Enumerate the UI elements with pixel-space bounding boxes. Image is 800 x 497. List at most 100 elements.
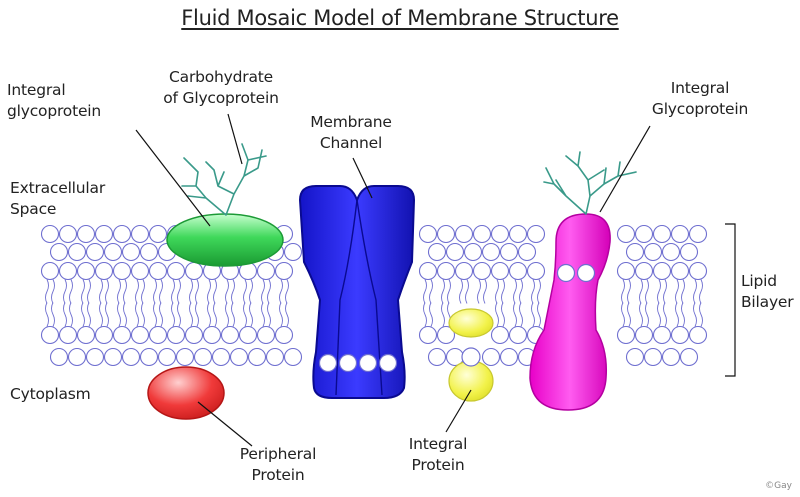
carbohydrate-left [181,143,267,216]
lipid-tail [639,279,643,304]
lipid-head [616,261,636,281]
lipid-head [94,224,114,244]
label-line: Extracellular [10,179,105,197]
lipid-tail [87,279,91,304]
lipid-head [625,242,645,262]
lipid-tail [81,279,85,304]
lipid-head [526,261,546,281]
label-line: Integral [670,79,730,97]
lipid-tail [693,279,697,304]
lipid-head [94,261,114,281]
lipid-head [283,347,303,367]
lipid-head [436,325,456,345]
lipid-head [67,242,87,262]
yellow-protein-head [461,347,481,367]
lipid-head [688,224,708,244]
lipid-head [490,224,510,244]
label-line: Space [10,200,57,218]
integral-protein-yellow-top [448,308,494,338]
lipid-head [499,347,519,367]
lipid-tail [135,302,139,327]
lipid-tail [171,302,175,327]
lipid-tail [519,279,523,304]
lipid-head [472,261,492,281]
lipid-head [283,242,303,262]
lipid-head [670,261,690,281]
magenta-protein-heads [556,263,596,283]
lipid-tail [537,302,541,327]
lipid-head [652,261,672,281]
lipid-tail [69,279,73,304]
lipid-head [427,347,447,367]
lipid-tail [207,279,211,304]
lipid-head [625,347,645,367]
lipid-tails [45,279,703,327]
lipid-head [166,261,186,281]
lipid-tail [45,302,49,327]
lipid-tail [45,279,49,304]
lipid-tail [279,302,283,327]
lipid-head [58,261,78,281]
lipid-tail [285,279,289,304]
lipid-head [130,325,150,345]
lipid-head [481,347,501,367]
integral-glycoprotein-magenta [529,213,611,411]
lipid-head [139,347,159,367]
label-line: of Glycoprotein [163,89,279,107]
lipid-head [688,325,708,345]
lipid-tail [267,279,271,304]
lipid-head [436,224,456,244]
lipid-head [112,224,132,244]
lipid-tail [537,279,541,304]
lipid-tail [225,279,229,304]
lipid-tail [699,302,703,327]
lipid-head [229,347,249,367]
lipid-head [517,242,537,262]
lipid-tail [99,302,103,327]
lipid-tail [51,302,55,327]
label-line: Channel [319,134,383,152]
label-extracellular-space: Extracellular Space [10,178,105,220]
label-integral-glycoprotein-right: Integral Glycoprotein [630,78,770,120]
lipid-tail [267,302,271,327]
lipid-tail [495,302,499,327]
lipid-head [490,325,510,345]
lipid-tail [465,279,469,304]
lipid-tail [441,302,445,327]
carbohydrate-chains [181,143,637,216]
lipid-tail [63,279,67,304]
lipid-head [103,347,123,367]
lipid-tail [423,279,427,304]
lipid-head [634,224,654,244]
diagram-title: Fluid Mosaic Model of Membrane Structure [181,6,619,30]
lipid-tail [477,279,481,304]
label-line: glycoprotein [7,102,102,120]
lipid-head [418,224,438,244]
lipid-tail [627,279,631,304]
membrane-proteins [147,185,611,420]
lipid-tail [285,302,289,327]
lipid-head [58,224,78,244]
lipid-tail [513,279,517,304]
lipid-head [643,347,663,367]
lipid-head [463,242,483,262]
lipid-tail [513,302,517,327]
lipid-head [256,261,276,281]
lipid-tail [135,279,139,304]
lipid-tail [531,302,535,327]
label-carbohydrate: Carbohydrate of Glycoprotein [146,67,296,109]
lipid-head [508,325,528,345]
lipid-head [652,224,672,244]
lipid-tail [693,302,697,327]
lipid-tail [249,279,253,304]
lipid-head [166,325,186,345]
lipid-tail [99,279,103,304]
leader-integral-glycoprotein-right [599,125,651,213]
lipid-tail [657,302,661,327]
lipid-tail [51,279,55,304]
leader-peripheral-protein [197,401,253,447]
lipid-tail [627,302,631,327]
lipid-tail [207,302,211,327]
lipid-head [247,347,267,367]
